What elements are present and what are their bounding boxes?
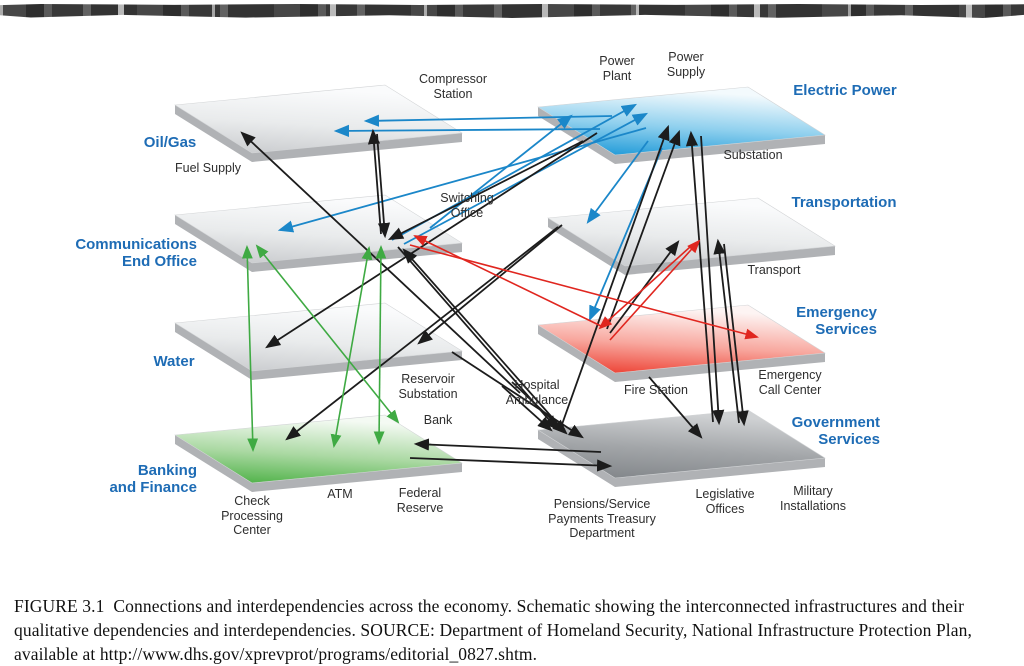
label-switching-office: Switching Office <box>440 191 494 220</box>
dependency-arrow-black <box>713 238 740 424</box>
dependency-arrow-red <box>598 246 691 330</box>
dependency-arrow-black <box>559 124 670 431</box>
label-emergency-call-center: Emergency Call Center <box>758 368 822 397</box>
heading-water: Water <box>153 353 195 370</box>
dependency-arrow-black <box>417 224 563 345</box>
dependency-arrow-black <box>511 381 568 435</box>
heading-oil-gas: Oil/Gas <box>143 134 197 151</box>
dependency-arrow-black <box>413 438 602 453</box>
label-pensions: Pensions/Service Payments Treasury Depar… <box>548 497 656 540</box>
dependency-arrow-black <box>501 385 553 432</box>
label-military-installations: Military Installations <box>779 484 847 513</box>
label-bank: Bank <box>423 413 453 427</box>
dependency-arrow-blue <box>277 127 647 233</box>
dependency-arrow-black <box>685 130 714 423</box>
label-power-plant: Power Plant <box>599 54 635 83</box>
label-compressor-station: Compressor Station <box>418 72 488 101</box>
dependency-arrow-green <box>330 245 373 449</box>
dependency-arrow-blue <box>586 140 649 224</box>
figure-caption: FIGURE 3.1 Connections and interdependen… <box>14 595 972 664</box>
label-federal-reserve: Federal Reserve <box>396 486 444 515</box>
dependency-arrow-black <box>402 248 566 433</box>
label-hospital-ambulance: Hospital Ambulance <box>505 378 569 407</box>
heading-emergency-services: Emergency Services <box>796 304 877 338</box>
dependency-arrow-black <box>409 457 613 472</box>
dependency-arrow-black <box>648 376 703 439</box>
heading-banking-finance: Banking and Finance <box>109 462 197 496</box>
label-fuel-supply: Fuel Supply <box>174 161 242 175</box>
dependency-arrow-green <box>373 244 387 446</box>
label-reservoir-substation: Reservoir Substation <box>398 372 458 401</box>
label-substation: Substation <box>723 148 783 162</box>
label-fire-station: Fire Station <box>624 383 688 397</box>
label-atm: ATM <box>327 487 353 501</box>
dependency-arrow-red <box>409 244 759 340</box>
infrastructure-interdependency-diagram <box>174 84 836 492</box>
dependency-arrow-red <box>609 239 701 341</box>
heading-government-services: Government Services <box>791 414 880 448</box>
dependency-arrow-black <box>700 135 725 426</box>
heading-communications: Communications End Office <box>75 236 197 270</box>
label-check-processing: Check Processing Center <box>221 494 283 537</box>
dependency-arrow-black <box>387 140 584 241</box>
dependency-arrow-black <box>367 128 382 235</box>
dependency-arrow-green <box>241 244 259 453</box>
dependency-arrow-red <box>413 235 604 328</box>
dependency-arrow-black <box>376 133 391 239</box>
platform-communications <box>174 194 463 272</box>
scan-artifact-band <box>0 4 1024 18</box>
heading-electric-power: Electric Power <box>793 82 897 99</box>
platform-banking <box>174 414 463 492</box>
label-transport: Transport <box>747 263 801 277</box>
dependency-arrow-black <box>606 129 681 330</box>
dependency-arrow-black <box>723 243 749 427</box>
heading-transportation: Transportation <box>791 194 897 211</box>
label-legislative-offices: Legislative Offices <box>695 487 755 516</box>
dependency-arrow-blue <box>429 114 573 229</box>
label-power-supply: Power Supply <box>666 50 706 79</box>
